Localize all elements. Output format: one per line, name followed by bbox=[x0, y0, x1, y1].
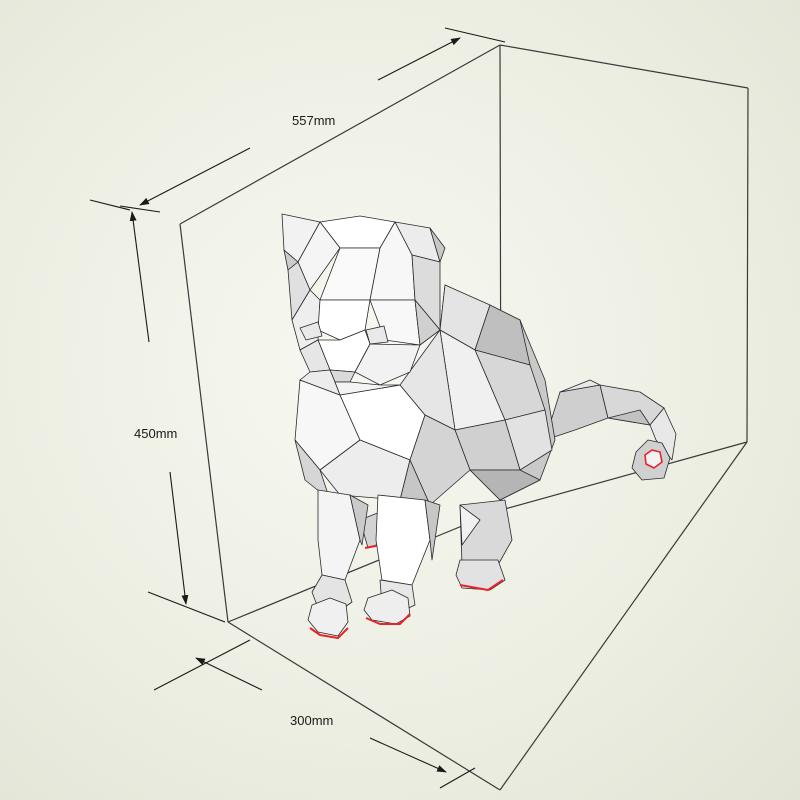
dimension-depth bbox=[89, 27, 506, 211]
width-dimension-label: 300mm bbox=[290, 713, 334, 728]
height-dimension-label: 450mm bbox=[134, 426, 178, 441]
cat-back-leg bbox=[455, 499, 513, 591]
dimension-width bbox=[153, 639, 476, 789]
cat-chest bbox=[294, 329, 471, 506]
cat-tail bbox=[544, 379, 677, 481]
bounding-box bbox=[179, 44, 749, 791]
depth-dimension-label: 557mm bbox=[292, 113, 336, 128]
cat-front-leg-left bbox=[307, 489, 369, 639]
dimension-height bbox=[119, 205, 226, 623]
cat-front-leg-right bbox=[363, 494, 441, 625]
cat-head bbox=[281, 213, 446, 396]
cat-model bbox=[281, 213, 677, 639]
